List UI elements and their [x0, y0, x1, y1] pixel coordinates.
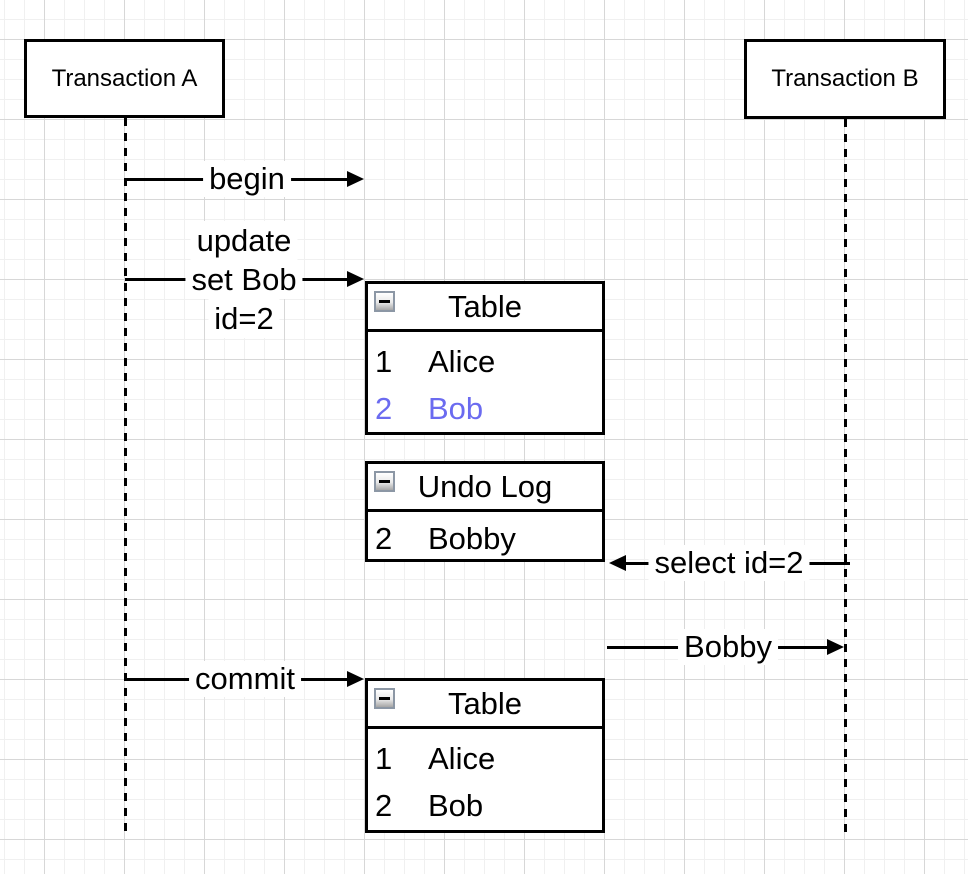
lifeline-transaction-b [844, 119, 847, 833]
row-value: Bobby [428, 520, 516, 556]
select-arrowhead-icon [609, 555, 626, 571]
commit-arrowhead-icon [347, 671, 364, 687]
lifeline-transaction-a [124, 118, 127, 833]
actor-transaction-b[interactable]: Transaction B [744, 39, 946, 119]
update-label-line-1: update [190, 221, 298, 260]
row-key: 2 [375, 520, 393, 556]
row-key: 2 [375, 788, 393, 824]
collapse-icon[interactable] [374, 688, 395, 709]
bobby-arrowhead-icon [827, 639, 844, 655]
begin-arrowhead-icon [347, 171, 364, 187]
update-label-line-3: id=2 [208, 299, 280, 338]
table-before-rows: 1 Alice 2 Bob [368, 332, 602, 432]
row-value: Bob [428, 390, 484, 426]
update-label-line-2: set Bob [185, 260, 303, 299]
commit-label[interactable]: commit [189, 661, 301, 697]
select-label[interactable]: select id=2 [648, 545, 810, 581]
minus-glyph [379, 300, 390, 303]
table-row-highlighted: 2 Bob [368, 385, 602, 432]
table-row: 1 Alice [368, 735, 602, 783]
undo-log-table[interactable]: Undo Log 2 Bobby [365, 461, 605, 562]
table-after-header: Table [368, 681, 602, 729]
table-after-title: Table [447, 685, 523, 721]
undo-log-title: Undo Log [417, 468, 553, 504]
actor-transaction-a[interactable]: Transaction A [24, 39, 225, 118]
table-before-commit[interactable]: Table 1 Alice 2 Bob [365, 281, 605, 435]
row-key: 1 [375, 740, 393, 776]
row-value: Alice [428, 343, 496, 379]
collapse-icon[interactable] [374, 291, 395, 312]
minus-glyph [379, 480, 390, 483]
table-after-commit[interactable]: Table 1 Alice 2 Bob [365, 678, 605, 833]
row-value: Alice [428, 740, 496, 776]
undo-log-header: Undo Log [368, 464, 602, 512]
row-key: 1 [375, 343, 393, 379]
bobby-label[interactable]: Bobby [678, 629, 778, 665]
table-before-header: Table [368, 284, 602, 332]
table-before-title: Table [447, 288, 523, 324]
update-arrowhead-icon [347, 271, 364, 287]
table-row: 2 Bob [368, 783, 602, 831]
update-label[interactable]: update set Bob id=2 [185, 221, 303, 338]
actor-transaction-a-label: Transaction A [51, 64, 198, 92]
minus-glyph [379, 697, 390, 700]
begin-label[interactable]: begin [203, 161, 291, 197]
row-key: 2 [375, 390, 393, 426]
table-row: 1 Alice [368, 338, 602, 385]
collapse-icon[interactable] [374, 471, 395, 492]
row-value: Bob [428, 788, 484, 824]
undo-log-rows: 2 Bobby [368, 512, 602, 559]
actor-transaction-b-label: Transaction B [771, 65, 919, 92]
table-after-rows: 1 Alice 2 Bob [368, 729, 602, 830]
table-row: 2 Bobby [368, 518, 602, 559]
